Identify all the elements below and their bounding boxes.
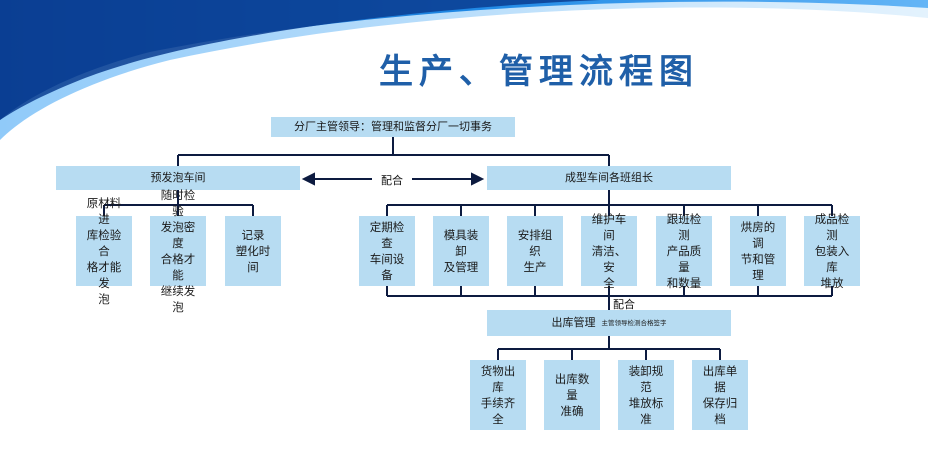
left-item-label: 记录 塑化时间	[235, 228, 271, 274]
molding-workshop-box: 成型车间各班组长	[487, 166, 731, 190]
right-item-label: 模具装卸 及管理	[443, 228, 479, 274]
warehouse-item-label: 装卸规范 堆放标准	[628, 364, 664, 426]
left-item-box: 随时检验 发泡密度 合格才能 继续发泡	[150, 188, 206, 314]
warehouse-item-label: 出库单据 保存归档	[702, 364, 738, 426]
left-item-box: 原材料进 库检验合 格才能发 泡	[76, 196, 132, 306]
right-item-box: 安排组织 生产	[507, 216, 563, 286]
right-item-label: 成品检测 包装入库 堆放	[814, 212, 850, 290]
page-title: 生产、管理流程图	[379, 52, 699, 92]
prefoam-workshop-box: 预发泡车间	[56, 166, 300, 190]
right-item-box: 维护车间 清洁、安 全	[581, 212, 637, 290]
warehouse-item-box: 出库单据 保存归档	[692, 360, 748, 430]
warehouse-item-box: 货物出库 手续齐全	[470, 360, 526, 430]
top-manager-box: 分厂主管领导：管理和监督分厂一切事务	[271, 117, 515, 137]
right-item-box: 模具装卸 及管理	[433, 216, 489, 286]
warehouse-item-box: 装卸规范 堆放标准	[618, 360, 674, 430]
warehouse-item-label: 出库数量 准确	[554, 372, 590, 418]
warehouse-note: 主管领导检测合格签字	[601, 319, 667, 327]
left-item-label: 随时检验 发泡密度 合格才能 继续发泡	[160, 188, 196, 314]
molding-workshop-label: 成型车间各班组长	[565, 171, 653, 184]
right-item-box: 跟班检测 产品质量 和数量	[656, 212, 712, 290]
warehouse-item-label: 货物出库 手续齐全	[480, 364, 516, 426]
right-item-box: 成品检测 包装入库 堆放	[804, 212, 860, 290]
left-item-box: 记录 塑化时间	[225, 216, 281, 286]
right-item-label: 烘房的调 节和管理	[740, 220, 776, 282]
warehouse-item-box: 出库数量 准确	[544, 360, 600, 430]
left-item-label: 原材料进 库检验合 格才能发 泡	[86, 196, 122, 306]
right-item-box: 烘房的调 节和管理	[730, 216, 786, 286]
prefoam-workshop-label: 预发泡车间	[150, 171, 206, 184]
right-item-box: 定期检查 车间设备	[359, 216, 415, 286]
top-manager-label: 分厂主管领导：管理和监督分厂一切事务	[294, 120, 492, 133]
warehouse-label: 出库管理	[551, 316, 596, 329]
right-item-label: 定期检查 车间设备	[369, 220, 405, 282]
right-item-label: 维护车间 清洁、安 全	[591, 212, 627, 290]
coop-label-2: 配合	[613, 298, 635, 311]
coop-label: 配合	[381, 174, 403, 187]
right-item-label: 安排组织 生产	[517, 228, 553, 274]
warehouse-box: 出库管理 主管领导检测合格签字	[487, 310, 731, 336]
right-item-label: 跟班检测 产品质量 和数量	[666, 212, 702, 290]
